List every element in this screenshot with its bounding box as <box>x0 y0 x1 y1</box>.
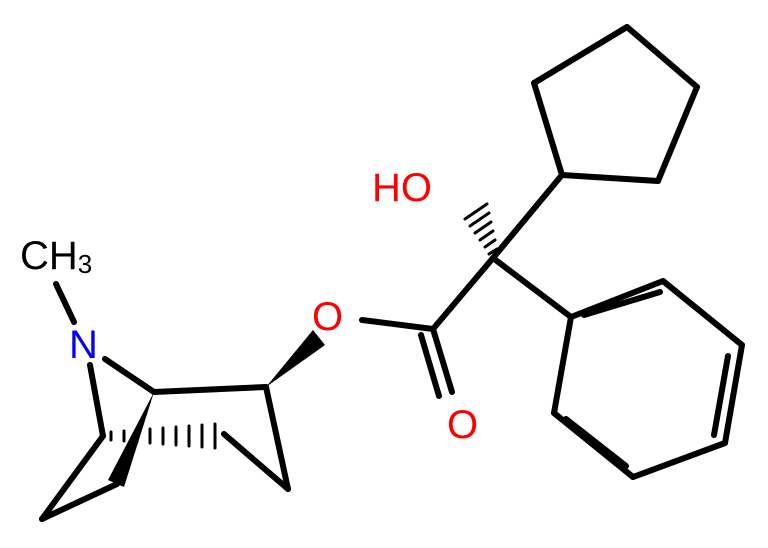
bond <box>487 247 499 256</box>
phenyl-ring <box>551 278 745 480</box>
bond <box>581 289 663 318</box>
bond <box>483 238 497 249</box>
bond <box>478 229 495 242</box>
bond <box>430 326 455 395</box>
bond <box>39 481 120 522</box>
bond <box>102 356 157 395</box>
bond <box>630 440 728 480</box>
nitrogen-label: N <box>69 323 98 367</box>
bond <box>468 211 491 228</box>
bond <box>660 278 745 348</box>
hashed-wedge-hydroxyl <box>463 202 499 256</box>
bond <box>655 84 700 184</box>
bond <box>87 362 106 439</box>
bond <box>359 317 436 332</box>
bond <box>531 80 565 178</box>
bond <box>559 172 661 184</box>
bond <box>473 220 493 235</box>
bond <box>221 431 291 492</box>
bond <box>531 24 630 86</box>
bond <box>563 416 629 469</box>
hashed-wedge-bridge <box>109 422 217 450</box>
bond <box>418 332 442 399</box>
hydroxyl-label: HO <box>372 166 432 210</box>
ester-oxygen-label: O <box>312 295 343 339</box>
bold-wedge-ester <box>266 330 325 387</box>
bond <box>490 172 565 261</box>
tropane-skeleton <box>39 281 291 522</box>
methyl-subscript: 3 <box>78 249 92 279</box>
bond <box>151 384 269 395</box>
bond <box>263 384 291 492</box>
methyl-main-text: CH <box>20 234 78 278</box>
bond <box>551 314 574 416</box>
bond <box>722 342 745 446</box>
bond <box>39 433 106 522</box>
bond <box>463 202 489 221</box>
bond <box>624 24 700 90</box>
carbonyl-oxygen-label: O <box>447 403 478 447</box>
cyclopentyl-ring <box>531 24 700 184</box>
bond <box>490 255 574 320</box>
bold-wedge-bridge <box>108 392 154 487</box>
bond <box>711 353 731 438</box>
bond <box>53 281 77 325</box>
bond <box>568 278 666 320</box>
methyl-label: CH3 <box>20 234 92 279</box>
bond <box>430 255 496 332</box>
